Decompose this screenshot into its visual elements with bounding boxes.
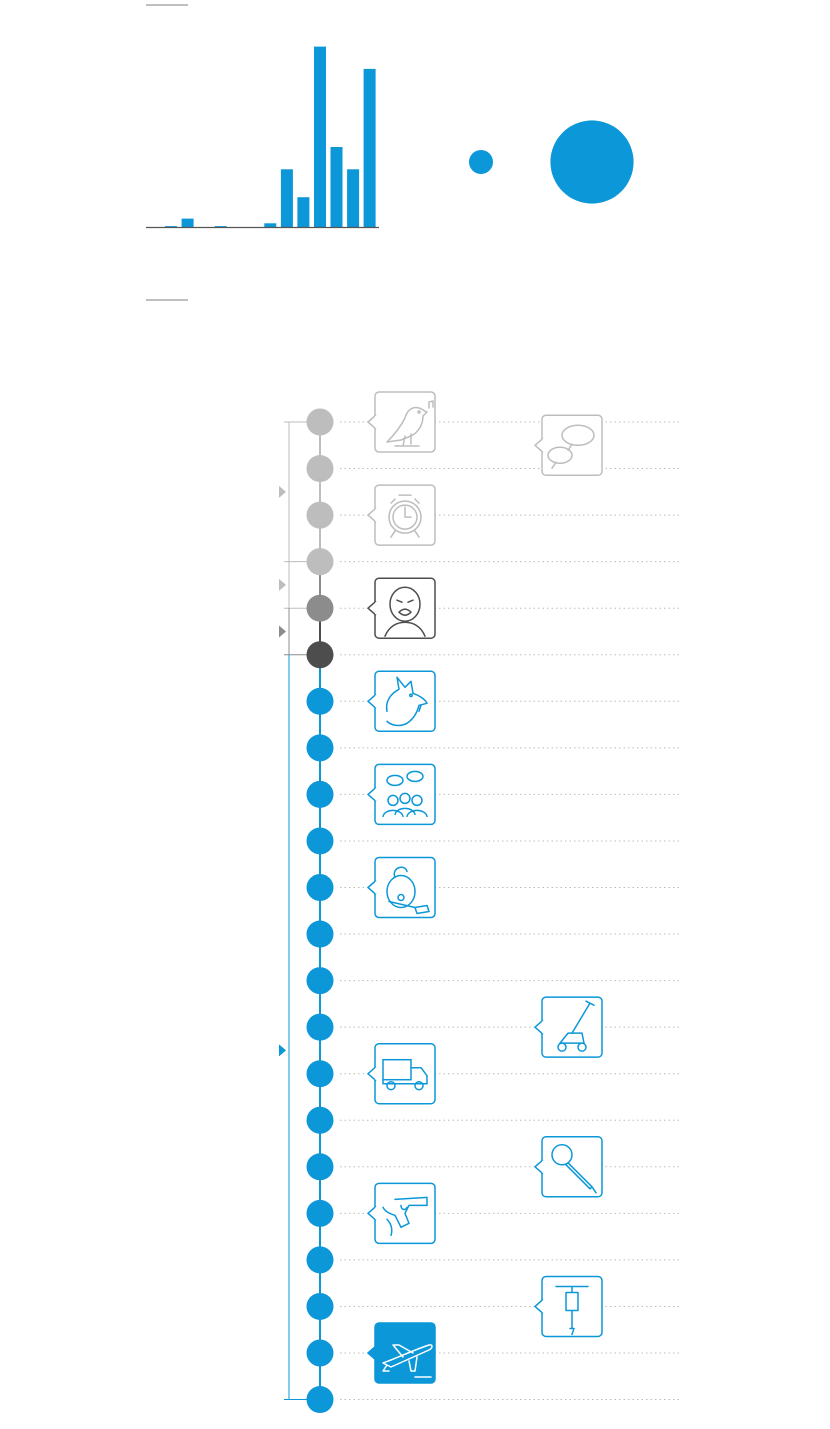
bar — [181, 218, 194, 227]
bar — [330, 147, 343, 227]
speech-bubbles-icon — [534, 414, 603, 477]
dog-icon — [367, 670, 436, 733]
timeline-dot — [306, 548, 334, 576]
bar — [165, 226, 177, 227]
revolver-icon — [367, 1182, 436, 1245]
timeline-dot — [306, 1246, 334, 1274]
timeline-dot — [306, 827, 334, 855]
bubble — [550, 120, 634, 204]
timeline-dot — [306, 501, 334, 529]
timeline-dot — [306, 967, 334, 995]
header-rules — [146, 4, 188, 301]
bar-chart — [146, 46, 379, 229]
bar — [214, 226, 227, 227]
timeline-dot — [306, 594, 334, 622]
bird-icon — [367, 391, 436, 453]
bubble — [469, 150, 493, 174]
sound-source-icons — [367, 391, 603, 1384]
timeline-dot — [306, 1386, 334, 1414]
bar — [297, 197, 310, 227]
alarm-clock-icon — [367, 484, 436, 546]
jackhammer-icon — [534, 1275, 603, 1338]
timeline-dot — [306, 641, 334, 669]
bar — [314, 46, 326, 227]
people-talking-icon — [367, 763, 436, 826]
truck-icon — [367, 1042, 436, 1105]
bracket-arrow — [279, 485, 286, 498]
timeline-dot — [306, 1013, 334, 1041]
bracket-arrow — [279, 1044, 286, 1057]
bar — [280, 169, 293, 227]
timeline-dot — [306, 408, 334, 436]
microphone-icon — [534, 1136, 603, 1198]
timeline-dot — [306, 687, 334, 715]
timeline-dot — [306, 874, 334, 901]
timeline-dot — [306, 1339, 334, 1367]
timeline-dot — [306, 1060, 334, 1088]
decibel-timeline — [279, 408, 680, 1414]
timeline-dot — [306, 455, 334, 483]
vacuum-cleaner-icon — [367, 856, 436, 919]
timeline-dot — [306, 920, 334, 948]
timeline-dot — [306, 1292, 334, 1320]
crying-baby-icon — [367, 577, 436, 639]
timeline-dot — [306, 1106, 334, 1134]
airplane-icon — [367, 1322, 436, 1384]
timeline-dot — [306, 780, 334, 808]
bracket-arrow — [279, 625, 286, 638]
timeline-dot — [306, 734, 334, 762]
timeline-dot — [306, 1153, 334, 1181]
timeline-dot — [306, 1199, 334, 1227]
bar — [264, 223, 277, 227]
bracket-arrow — [279, 578, 286, 591]
bubble-comparison — [469, 120, 634, 204]
bar — [363, 68, 376, 228]
lawn-mower-icon — [534, 996, 603, 1058]
bar — [347, 169, 360, 227]
